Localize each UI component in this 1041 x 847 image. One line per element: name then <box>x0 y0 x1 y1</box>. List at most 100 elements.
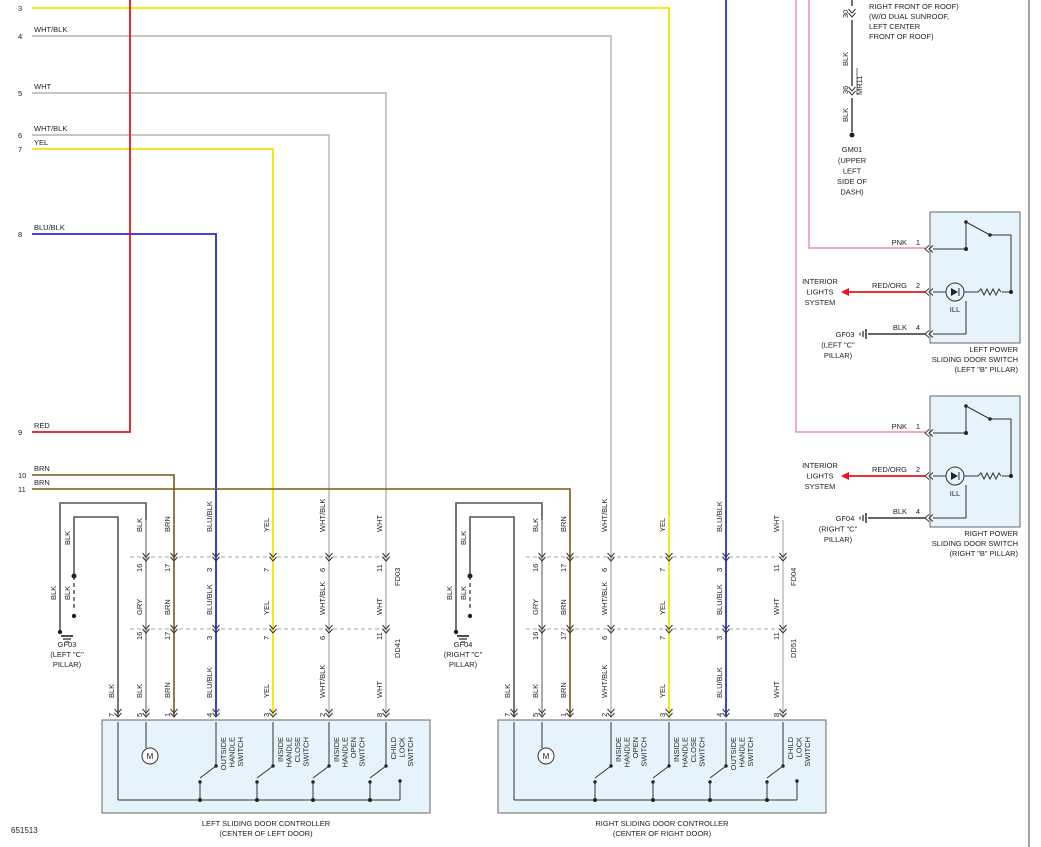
column-pin: 17 <box>163 632 172 640</box>
pin-fork <box>607 708 615 714</box>
column-wire-color: BRN <box>163 516 172 532</box>
column-pin: 17 <box>559 632 568 640</box>
switch-label: LOCK <box>398 737 407 757</box>
junction-dot <box>765 798 769 802</box>
switch-pin: 4 <box>916 323 920 332</box>
pin-fork <box>924 245 930 253</box>
harness-wire-color: WHT <box>34 82 51 91</box>
interior-lights-label: LIGHTS <box>806 472 833 481</box>
switch-label: HANDLE <box>738 737 747 767</box>
switch-blade <box>199 765 217 779</box>
switch-label: CHILD <box>389 736 398 759</box>
column-wire-color: BLK <box>531 684 540 698</box>
column-wire-color: YEL <box>658 518 667 532</box>
pin-fork <box>779 628 787 634</box>
switch-wire-color: BLK <box>893 323 907 332</box>
pin-fork <box>382 556 390 562</box>
pin-fork <box>170 556 178 562</box>
pin-fork <box>212 552 220 558</box>
pin-fork <box>142 628 150 634</box>
switch-label: OPEN <box>349 737 358 758</box>
column-wire-color: BLU/BLK <box>715 667 724 698</box>
pin-fork <box>325 712 333 718</box>
ground-label: PILLAR) <box>53 660 82 669</box>
pin-fork <box>510 712 518 718</box>
harness-pin-number: 4 <box>18 32 22 41</box>
junction-dot <box>651 798 655 802</box>
led-diode <box>951 288 958 296</box>
column-pin: 6 <box>318 636 327 640</box>
column-pin: 4 <box>715 713 724 717</box>
ground-label: GF03 <box>58 640 77 649</box>
motor-label: M <box>543 752 550 761</box>
contact <box>398 779 402 783</box>
column-pin: 7 <box>503 713 512 717</box>
switch-ground-label: GF04 <box>836 514 855 523</box>
switch-label: OUTSIDE <box>729 737 738 770</box>
column-pin: 7 <box>107 713 116 717</box>
switch-ground-label: PILLAR) <box>824 535 853 544</box>
switch-blade <box>965 221 991 236</box>
pin-fork <box>665 556 673 562</box>
switch-blade <box>965 405 991 420</box>
pin-fork <box>665 628 673 634</box>
column-pin: 1 <box>559 713 568 717</box>
ground-wire-color: BLK <box>445 586 454 600</box>
switch-wire-color: BLK <box>893 507 907 516</box>
pin-fork <box>142 624 150 630</box>
junction-dot <box>593 798 597 802</box>
pin-fork <box>538 708 546 714</box>
column-pin: 16 <box>531 632 540 640</box>
pin-fork <box>928 288 934 296</box>
pin-fork <box>779 552 787 558</box>
harness-wire-color: RED <box>34 421 50 430</box>
column-pin: 8 <box>375 713 384 717</box>
ground-location-text: (W/O DUAL SUNROOF, <box>869 12 949 21</box>
ground-connector-id: MR11 <box>855 76 864 95</box>
switch-blade <box>766 765 784 779</box>
controller-name: RIGHT SLIDING DOOR CONTROLLER <box>595 819 729 828</box>
harness-pin-number: 8 <box>18 230 22 239</box>
pin-fork <box>665 552 673 558</box>
pin-fork <box>142 552 150 558</box>
column-pin: 7 <box>658 568 667 572</box>
switch-name: LEFT POWER <box>969 345 1018 354</box>
column-wire-color: YEL <box>262 601 271 615</box>
pin-fork <box>212 708 220 714</box>
resistor <box>977 471 1002 481</box>
column-wire-color: BLK <box>135 684 144 698</box>
switch-blade <box>709 765 727 779</box>
switch-ground-label: PILLAR) <box>824 351 853 360</box>
switch-label: INSIDE <box>672 737 681 762</box>
interior-lights-label: SYSTEM <box>805 298 836 307</box>
wire-brn-11 <box>32 488 571 716</box>
junction-dot <box>1009 474 1013 478</box>
column-pin: 17 <box>559 564 568 572</box>
junction-dot <box>708 798 712 802</box>
pin-fork <box>722 708 730 714</box>
pin-fork <box>142 712 150 718</box>
switch-label: HANDLE <box>228 737 237 767</box>
arrow-interior-lights <box>841 288 849 296</box>
pin-fork <box>170 624 178 630</box>
column-pin: 16 <box>135 564 144 572</box>
switch-label: HANDLE <box>623 737 632 767</box>
wire-yel-7 <box>32 148 274 716</box>
ground-location-text: LEFT CENTER <box>869 22 921 31</box>
pin-fork <box>325 628 333 634</box>
ground-wire-color: BLK <box>49 586 58 600</box>
pin-fork <box>928 429 934 437</box>
interior-lights-label: INTERIOR <box>802 461 838 470</box>
wire-whtblk-4 <box>32 35 612 716</box>
harness-pin-number: 9 <box>18 428 22 437</box>
pin-fork <box>928 330 934 338</box>
column-wire-color: GRY <box>135 599 144 615</box>
pin-fork <box>607 712 615 718</box>
column-pin: 16 <box>531 564 540 572</box>
column-pin: 3 <box>715 568 724 572</box>
pin-fork <box>566 708 574 714</box>
pin-fork <box>924 330 930 338</box>
switch-label: OPEN <box>631 737 640 758</box>
column-wire-color: WHT/BLK <box>318 582 327 615</box>
switch-label: LOCK <box>795 737 804 757</box>
